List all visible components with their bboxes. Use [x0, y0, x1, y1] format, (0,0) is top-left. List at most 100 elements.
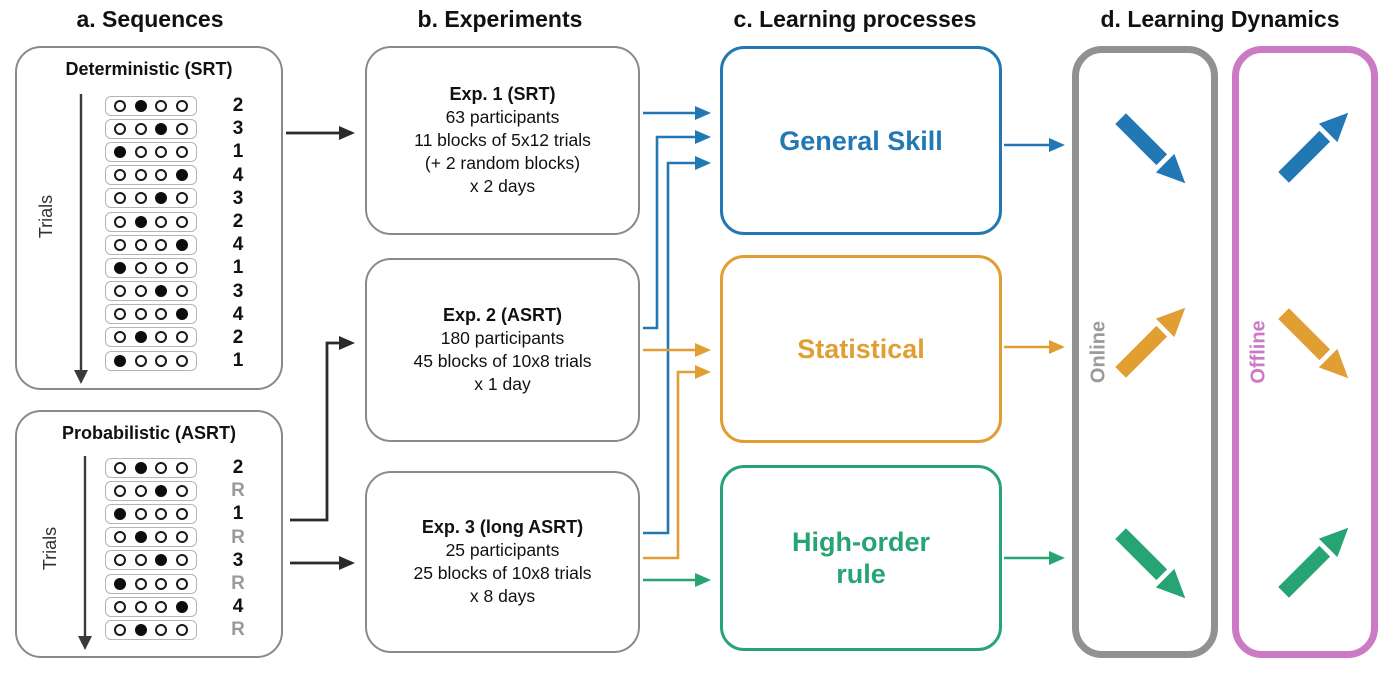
general-skill-online-arrow-icon	[1115, 113, 1186, 184]
trial-response-label: 3	[232, 549, 244, 571]
trial-response-label: 3	[232, 187, 244, 209]
stimulus-cell	[105, 327, 197, 348]
empty-dot-icon	[134, 354, 147, 367]
filled-dot-icon	[134, 331, 147, 344]
empty-dot-icon	[114, 192, 127, 205]
offline-dynamics-box: Offline	[1232, 46, 1378, 658]
empty-dot-icon	[134, 261, 147, 274]
empty-dot-icon	[175, 145, 188, 158]
general-skill-box: General Skill	[720, 46, 1002, 235]
empty-dot-icon	[175, 261, 188, 274]
empty-dot-icon	[134, 600, 147, 613]
arrow-exp3-to-statistical	[643, 365, 711, 560]
trial-row: 4	[105, 595, 275, 618]
empty-dot-icon	[155, 461, 168, 474]
empty-dot-icon	[114, 169, 127, 182]
empty-dot-icon	[155, 623, 168, 636]
empty-dot-icon	[155, 354, 168, 367]
trial-row: R	[105, 526, 275, 549]
empty-dot-icon	[155, 99, 168, 112]
filled-dot-icon	[134, 215, 147, 228]
stimulus-cell	[105, 573, 197, 594]
filled-dot-icon	[155, 192, 168, 205]
empty-dot-icon	[114, 484, 127, 497]
filled-dot-icon	[134, 99, 147, 112]
empty-dot-icon	[175, 554, 188, 567]
filled-dot-icon	[155, 554, 168, 567]
stimulus-cell	[105, 596, 197, 617]
empty-dot-icon	[175, 215, 188, 228]
empty-dot-icon	[155, 331, 168, 344]
statistical-online-arrow-icon	[1115, 307, 1186, 378]
empty-dot-icon	[134, 169, 147, 182]
empty-dot-icon	[175, 484, 188, 497]
empty-dot-icon	[175, 531, 188, 544]
empty-dot-icon	[134, 554, 147, 567]
experiment-detail-line: 45 blocks of 10x8 trials	[413, 351, 592, 371]
column-header-learning-processes: c. Learning processes	[733, 6, 977, 32]
empty-dot-icon	[155, 145, 168, 158]
trial-response-label: 1	[232, 257, 244, 279]
empty-dot-icon	[155, 600, 168, 613]
filled-dot-icon	[134, 461, 147, 474]
experiment-detail-line: 25 blocks of 10x8 trials	[413, 563, 592, 583]
empty-dot-icon	[155, 308, 168, 321]
stimulus-cell	[105, 118, 197, 139]
empty-dot-icon	[175, 577, 188, 590]
trial-response-label: 4	[232, 303, 244, 325]
trial-row: 1	[105, 140, 275, 163]
empty-dot-icon	[175, 507, 188, 520]
trial-response-label: 4	[232, 164, 244, 186]
experiment-title: Exp. 2 (ASRT)	[442, 305, 562, 325]
trials-axis-arrow-icon	[74, 94, 88, 384]
experiment-detail-line: x 8 days	[469, 586, 536, 606]
filled-dot-icon	[155, 122, 168, 135]
empty-dot-icon	[134, 122, 147, 135]
trial-row: 2	[105, 210, 275, 233]
trial-response-label: 2	[232, 210, 244, 232]
stimulus-cell	[105, 257, 197, 278]
filled-dot-icon	[155, 484, 168, 497]
trial-row: R	[105, 479, 275, 502]
trial-response-label: 2	[232, 326, 244, 348]
empty-dot-icon	[134, 192, 147, 205]
trial-row: 2	[105, 456, 275, 479]
column-header-learning-dynamics: d. Learning Dynamics	[1100, 6, 1340, 32]
trial-response-label: 1	[232, 141, 244, 163]
probabilistic-title: Probabilistic (ASRT)	[61, 423, 236, 443]
stimulus-cell	[105, 550, 197, 571]
trial-row: 4	[105, 233, 275, 256]
trial-response-label: 1	[232, 503, 244, 525]
stimulus-cell	[105, 188, 197, 209]
filled-dot-icon	[175, 169, 188, 182]
filled-dot-icon	[175, 308, 188, 321]
empty-dot-icon	[175, 99, 188, 112]
deterministic-title: Deterministic (SRT)	[65, 59, 233, 79]
experiment-detail-line: x 2 days	[469, 176, 536, 196]
experiment-title: Exp. 3 (long ASRT)	[421, 517, 584, 537]
stimulus-cell	[105, 95, 197, 116]
trial-row: 3	[105, 117, 275, 140]
stimulus-cell	[105, 211, 197, 232]
trial-response-label: R	[231, 480, 245, 502]
empty-dot-icon	[134, 484, 147, 497]
trial-response-label: 3	[232, 118, 244, 140]
filled-dot-icon	[175, 600, 188, 613]
statistical-offline-arrow-icon	[1278, 308, 1349, 379]
stimulus-cell	[105, 619, 197, 640]
high-order-rule-online-arrow-icon	[1115, 528, 1186, 599]
trial-row: 3	[105, 187, 275, 210]
high-order-rule-label: High-order rule	[792, 527, 930, 589]
trial-response-label: 1	[232, 350, 244, 372]
empty-dot-icon	[114, 600, 127, 613]
empty-dot-icon	[114, 285, 127, 298]
filled-dot-icon	[134, 531, 147, 544]
empty-dot-icon	[175, 331, 188, 344]
filled-dot-icon	[114, 577, 127, 590]
trial-response-label: 4	[232, 234, 244, 256]
statistical-box: Statistical	[720, 255, 1002, 443]
experiment-detail-line: x 1 day	[474, 374, 531, 394]
